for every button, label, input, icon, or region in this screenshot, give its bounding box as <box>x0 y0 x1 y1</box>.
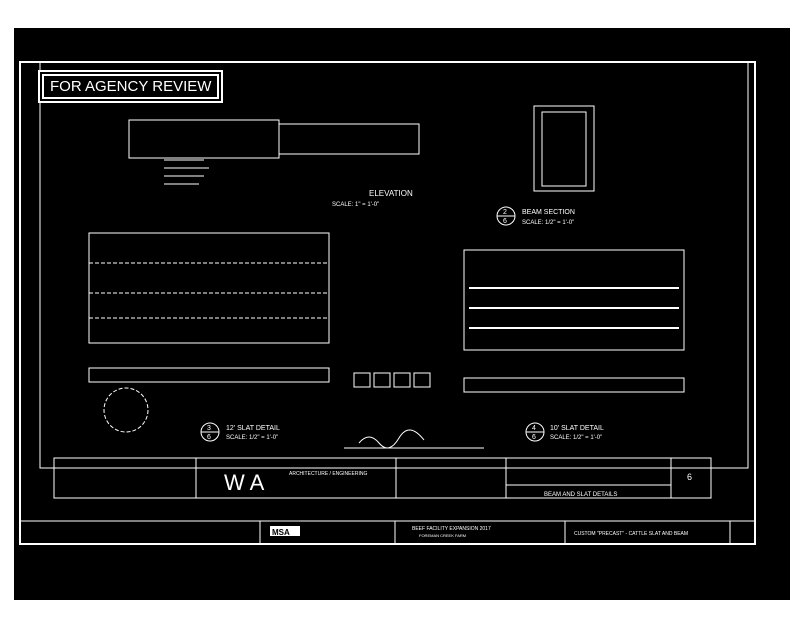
beam-section-title: BEAM SECTION <box>522 209 575 216</box>
msa-logo: MSA <box>272 528 290 537</box>
beam-section <box>533 105 595 192</box>
svg-text:6: 6 <box>207 434 211 441</box>
slat-12-title: 12' SLAT DETAIL <box>226 425 280 432</box>
agency-review-stamp: FOR AGENCY REVIEW <box>39 72 222 101</box>
svg-text:3: 3 <box>207 425 211 432</box>
elevation-scale: SCALE: 1" = 1'-0" <box>332 202 379 208</box>
svg-text:6: 6 <box>532 434 536 441</box>
slat-12-scale: SCALE: 1/2" = 1'-0" <box>226 435 278 441</box>
sheet-number: 6 <box>687 472 692 482</box>
project-name: BEEF FACILITY EXPANSION 2017 <box>412 526 491 532</box>
slat-12-plan <box>88 232 330 344</box>
handwritten-received-date: Rec'd 11/28/2018 <box>22 568 236 596</box>
drawing-sheet: ELEVATION SCALE: 1" = 1'-0" 2 6 BEAM SECT… <box>14 28 790 600</box>
drawing-linework: ELEVATION SCALE: 1" = 1'-0" 2 6 BEAM SECT… <box>19 61 756 545</box>
svg-text:4: 4 <box>532 425 536 432</box>
client-title: CUSTOM "PRECAST" - CATTLE SLAT AND BEAM <box>574 531 688 537</box>
slat-10-plan <box>463 249 685 351</box>
firm-initials: W A <box>224 470 265 495</box>
svg-text:2: 2 <box>503 209 507 216</box>
inner-border <box>39 61 749 469</box>
slat-10-title: 10' SLAT DETAIL <box>550 425 604 432</box>
firm-info: ARCHITECTURE / ENGINEERING <box>289 471 367 477</box>
sheet-border <box>19 61 756 545</box>
notes <box>164 159 209 185</box>
engineer-signature <box>358 429 425 449</box>
beam-section-scale: SCALE: 1/2" = 1'-0" <box>522 220 574 226</box>
slat-10-scale: SCALE: 1/2" = 1'-0" <box>550 435 602 441</box>
slat-sections <box>353 372 431 388</box>
svg-text:6: 6 <box>503 218 507 225</box>
project-subtitle: FOREMAN CREEK FARM <box>419 533 466 538</box>
title-block <box>19 457 756 545</box>
elevation-title: ELEVATION <box>369 189 413 198</box>
drawing-title: BEAM AND SLAT DETAILS <box>544 492 617 498</box>
slat-elevation <box>128 119 280 159</box>
